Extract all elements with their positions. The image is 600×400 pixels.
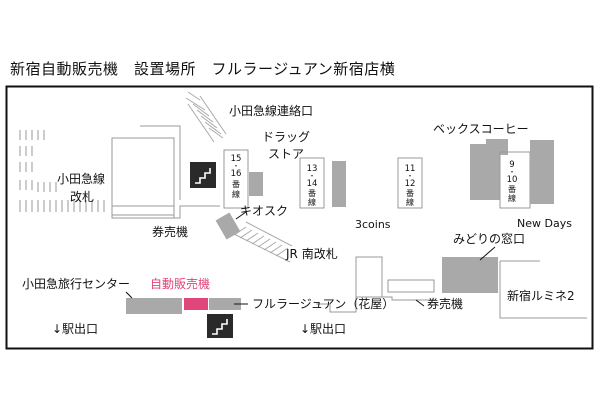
stairs-icon xyxy=(190,162,216,188)
midori-window-block xyxy=(442,257,498,293)
label-becks-coffee: ベックスコーヒー xyxy=(433,122,529,136)
travel-center-block xyxy=(126,298,182,314)
label-drugstore-1: ドラッグ xyxy=(262,130,310,144)
ticket-area-left-outline xyxy=(120,205,220,219)
kiosk-block xyxy=(215,212,241,240)
platform-11-12-box xyxy=(397,157,423,209)
label-platform-bansen-g: 番 xyxy=(508,184,516,194)
page-title: 新宿自動販売機 設置場所 フルラージュアン新宿店横 xyxy=(10,60,396,78)
label-platform-bansen-e: 番 xyxy=(406,188,414,198)
label-new-days: New Days xyxy=(517,217,572,230)
jr-south-gate-passage xyxy=(229,221,293,263)
odakyu-gate-markers xyxy=(19,130,105,212)
label-exit-left: ↓駅出口 xyxy=(52,322,98,336)
label-platform-bansen-d: 線 xyxy=(308,197,316,207)
label-platform-dot-4: ・ xyxy=(509,168,516,176)
label-platform-11: 11 xyxy=(405,164,416,174)
drugstore-block xyxy=(249,172,263,196)
label-drugstore-2: ストア xyxy=(268,147,304,161)
label-odakyu-travel-center: 小田急旅行センター xyxy=(22,276,130,291)
label-platform-bansen-f: 線 xyxy=(406,197,414,207)
label-platform-15: 15 xyxy=(231,154,242,164)
label-platform-14: 14 xyxy=(307,179,318,189)
connection-passage xyxy=(185,91,227,143)
label-platform-bansen-a: 番 xyxy=(232,179,240,189)
label-jr-south-gate: JR 南改札 xyxy=(285,246,338,261)
travel-center-leader xyxy=(125,291,133,299)
label-odakyu-line-2: 改札 xyxy=(70,190,94,204)
label-ticket-machine-left: 券売機 xyxy=(152,224,188,239)
flower-shop-block xyxy=(209,298,241,310)
odakyu-area-outline xyxy=(111,125,181,219)
ticket-machine-right-leader xyxy=(415,299,425,307)
platform-13-14-box xyxy=(299,157,325,209)
label-midori-window: みどりの窓口 xyxy=(453,231,525,246)
label-odakyu-connection: 小田急線連絡口 xyxy=(229,103,313,118)
label-kiosk: キオスク xyxy=(240,204,288,218)
label-platform-bansen-b: 線 xyxy=(232,189,240,199)
label-platform-dot-3: ・ xyxy=(407,172,414,180)
label-platform-13: 13 xyxy=(307,164,318,174)
label-platform-dot-2: ・ xyxy=(309,172,316,180)
label-platform-12: 12 xyxy=(405,179,416,189)
label-exit-right: ↓駅出口 xyxy=(300,322,346,336)
label-3coins: 3coins xyxy=(355,218,391,231)
coins-block xyxy=(332,161,346,207)
vending-machine-marker[interactable] xyxy=(184,298,208,310)
label-vending-machine: 自動販売機 xyxy=(150,276,210,291)
label-platform-16: 16 xyxy=(231,169,242,179)
becks-area xyxy=(470,139,554,209)
platform-15-16-box xyxy=(223,149,249,209)
label-platform-dot-1: ・ xyxy=(233,162,240,170)
label-lumine2: 新宿ルミネ2 xyxy=(507,288,575,303)
label-platform-10: 10 xyxy=(507,175,518,185)
jr-area-outline xyxy=(316,256,587,319)
label-platform-bansen-h: 線 xyxy=(508,193,516,203)
label-platform-9: 9 xyxy=(509,160,514,170)
map-frame xyxy=(5,85,594,350)
midori-window-leader xyxy=(479,246,496,261)
kiosk-leader xyxy=(235,211,247,220)
label-ticket-machine-right: 券売機 xyxy=(427,296,463,311)
stairs-icon-bottom xyxy=(207,314,233,338)
label-platform-bansen-c: 番 xyxy=(308,188,316,198)
label-furla: フルラージュアン（花屋） xyxy=(252,296,394,311)
label-odakyu-line-1: 小田急線 xyxy=(57,171,105,186)
